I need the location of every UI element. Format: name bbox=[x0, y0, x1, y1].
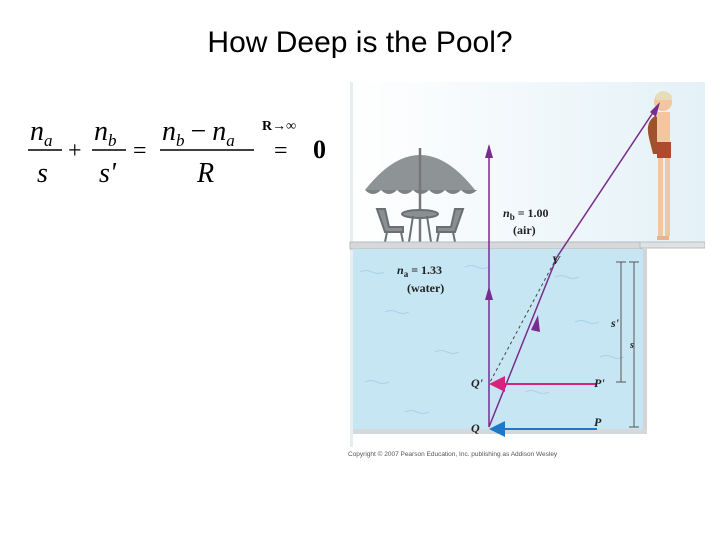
water-ripples bbox=[359, 265, 625, 414]
refracted-ray-air bbox=[556, 104, 659, 258]
point-Qprime-label: Q' bbox=[471, 376, 484, 390]
refraction-formula: na s + nb s' = nb−na R R→∞ = 0 bbox=[28, 116, 326, 189]
formula-result: 0 bbox=[313, 135, 326, 164]
dimension-lines bbox=[616, 261, 639, 428]
ray-arrowhead bbox=[485, 286, 493, 300]
ray-arrowhead bbox=[531, 315, 540, 332]
formula-s-den: s bbox=[37, 158, 48, 189]
air-label: (air) bbox=[513, 223, 536, 237]
dimension-sprime-label: s' bbox=[610, 316, 620, 330]
na-label: na= 1.33 bbox=[397, 263, 442, 279]
point-P-label: P bbox=[594, 415, 602, 429]
virtual-ray-extension bbox=[488, 256, 558, 385]
formula-numerator: nb−na bbox=[162, 116, 235, 150]
table-and-chairs-icon bbox=[375, 208, 465, 243]
refracted-ray-water bbox=[488, 256, 558, 428]
formula-limit: R→∞ bbox=[262, 119, 296, 134]
point-V-label: V bbox=[552, 253, 561, 267]
pool-edge bbox=[350, 82, 353, 447]
water-label: (water) bbox=[407, 281, 444, 295]
pool-diagram: nb= 1.00 (air) na= 1.33 (water) V Q' Q P… bbox=[349, 82, 705, 447]
formula-nb-num: nb bbox=[94, 116, 117, 150]
ray-arrowhead bbox=[485, 144, 493, 158]
water-region bbox=[353, 249, 643, 429]
slide-title: How Deep is the Pool? bbox=[207, 26, 513, 59]
point-Q-label: Q bbox=[471, 421, 480, 435]
formula-equals: = bbox=[133, 138, 147, 164]
pool-deck bbox=[349, 241, 643, 250]
point-Pprime-label: P' bbox=[594, 376, 605, 390]
formula-equals-2: = bbox=[274, 138, 288, 164]
formula-plus: + bbox=[68, 138, 82, 164]
nb-label: nb= 1.00 bbox=[503, 206, 549, 222]
ray-arrowhead bbox=[650, 102, 660, 117]
formula-sprime-den: s' bbox=[99, 158, 117, 189]
formula-R-den: R bbox=[196, 158, 214, 189]
pool-wall bbox=[643, 248, 647, 430]
formula-na-num: na bbox=[30, 116, 53, 150]
diving-board bbox=[639, 241, 705, 249]
umbrella-icon bbox=[365, 148, 477, 242]
dimension-s-label: s bbox=[629, 340, 634, 351]
copyright-notice: Copyright © 2007 Pearson Education, Inc.… bbox=[348, 451, 558, 458]
